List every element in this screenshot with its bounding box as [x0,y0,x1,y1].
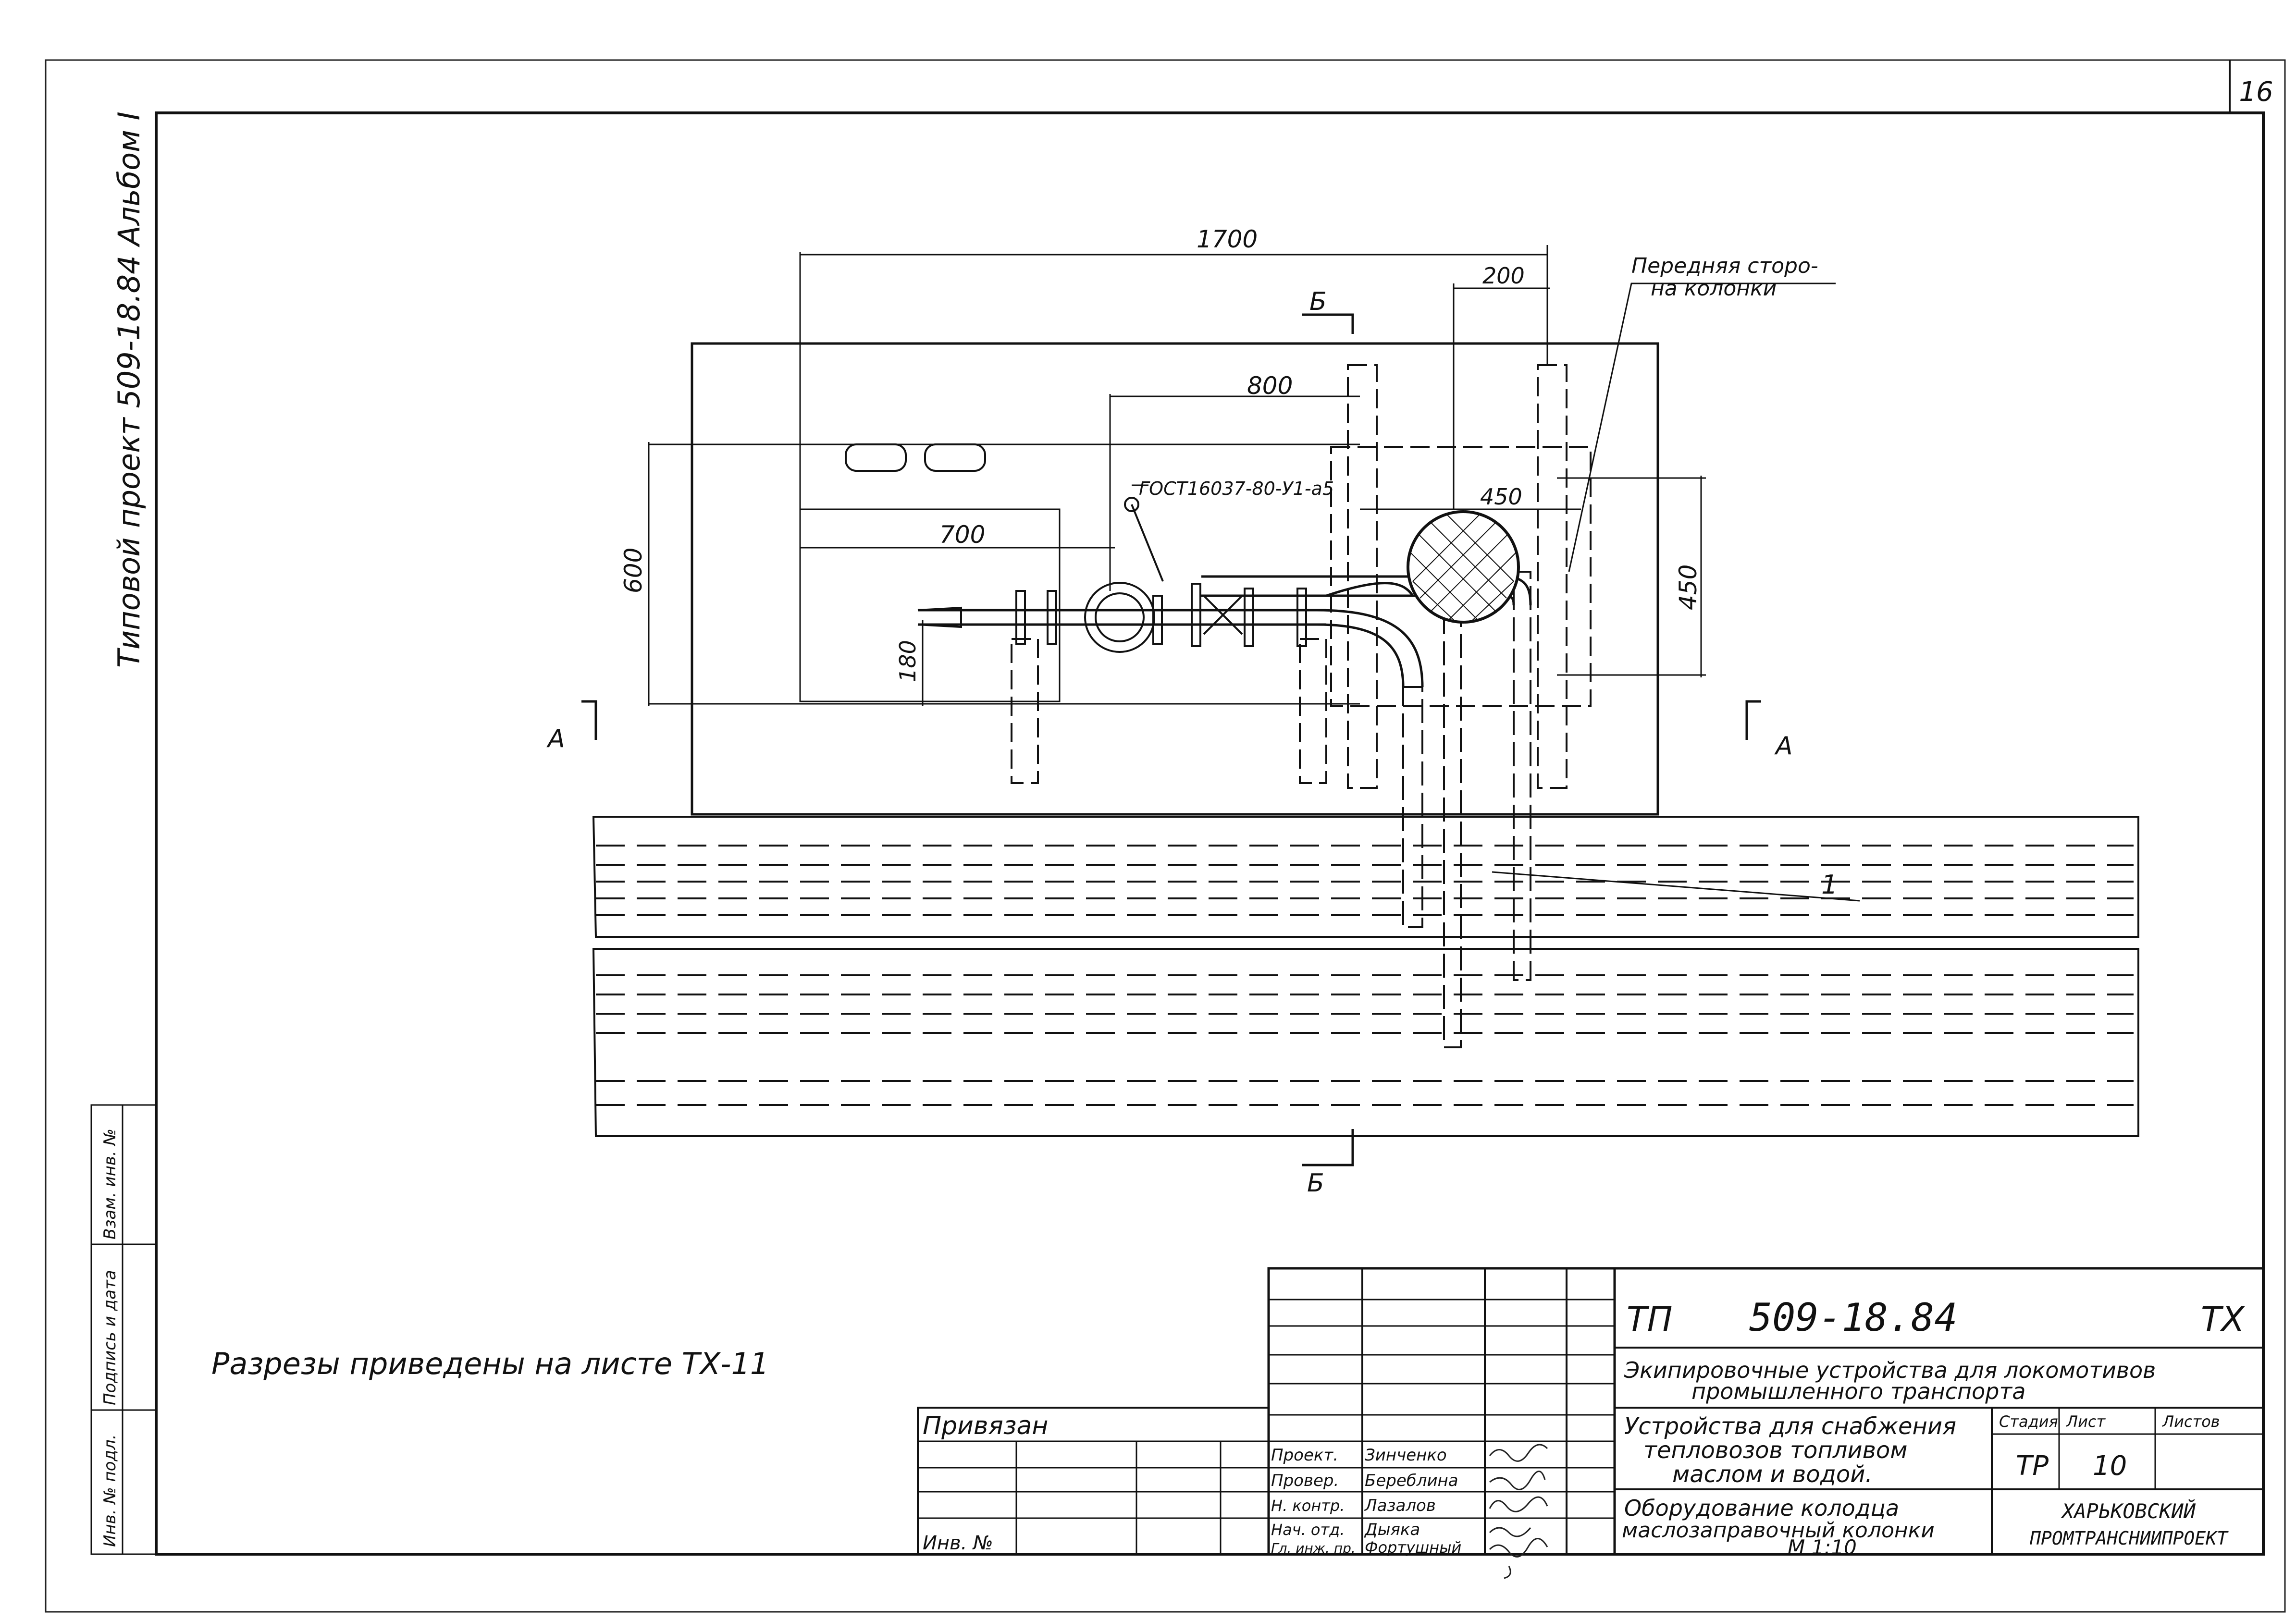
stage-value: ТР [2016,1450,2049,1482]
section-a-right: А [1774,732,1793,761]
role-project: Проект. [1271,1446,1338,1465]
column-footprint [799,508,1061,702]
sheet-number: 10 [2093,1450,2127,1482]
code-prefix: ТП [1627,1300,1672,1339]
tray-left [845,443,907,472]
signatures [1489,1444,1548,1579]
rail-strips [592,816,2139,1137]
section-b-top: Б [1309,287,1327,316]
name-norm-control: Лазалов [1364,1496,1436,1515]
role-chief-engineer: Гл. инж. пр. [1271,1540,1356,1556]
title-line-1: Экипировочные устройства для локомотивов [1624,1357,2156,1383]
sheets-header: Листов [2162,1412,2220,1431]
dim-180: 180 [895,640,921,682]
section-b-bottom: Б [1307,1169,1324,1198]
stamp-signature-label: Подпись и дата [100,1270,120,1405]
callout-1: 1 [1821,870,1838,900]
title-block [917,1267,2265,1556]
name-chief-engineer: Фортушный [1365,1538,1461,1557]
code-suffix: ТХ [2201,1300,2246,1339]
dim-200: 200 [1482,263,1525,289]
sheet-header: Лист [2066,1412,2106,1431]
pit-outline [691,342,1659,816]
drawing-labels: Передняя сторо- на колонки ГОСТ16037-80-… [546,254,1838,1198]
side-stamp: Инв. № подл. Подпись и дата Взам. инв. № [90,1104,157,1555]
sections-note: Разрезы приведены на листе ТХ-11 [211,1346,769,1381]
stage-header: Стадия [1999,1412,2058,1431]
dimension-texts: 1700 200 800 700 450 600 180 450 [619,225,1702,682]
doc-code: 509-18.84 [1749,1295,1957,1340]
inventory-label: Инв. № [923,1532,993,1554]
name-checked: Береблина [1365,1471,1458,1490]
role-norm-control: Н. контр. [1271,1497,1345,1515]
title-block-text: ТП 509-18.84 ТХ Экипировочные устройства… [923,1295,2246,1559]
front-side-label-2: на колонки [1651,276,1777,301]
name-dept-head: Дыяка [1364,1520,1420,1539]
dimension-lines [648,245,1706,706]
side-project-title: Типовой проект 509-18.84 Альбом I [111,111,147,668]
tray-right [924,443,986,472]
role-dept-head: Нач. отд. [1271,1521,1345,1539]
dim-1700: 1700 [1197,225,1258,253]
dim-600: 600 [619,548,647,593]
name-project: Зинченко [1365,1446,1447,1465]
title-line-2: промышленного транспорта [1691,1378,2025,1404]
sheet-title-scale: М 1:10 [1788,1535,1857,1559]
subtitle-line-1: Устройства для снабжения [1624,1413,1956,1440]
dim-450-vertical: 450 [1674,565,1702,610]
stamp-replace-label: Взам. инв. № [100,1129,120,1240]
subtitle-line-3: маслом и водой. [1672,1461,1873,1488]
dim-800: 800 [1247,372,1293,400]
sheet-title-line-1: Оборудование колодца [1624,1495,1899,1521]
gost-label: ГОСТ16037-80-У1-а5 [1139,478,1334,499]
attached-label: Привязан [923,1411,1048,1440]
dim-700: 700 [939,521,985,549]
fittings [917,497,1307,653]
leader-lines [1132,282,1860,902]
rail-dashes [596,845,2134,1106]
well-plan-drawing [581,245,2139,1166]
role-checked: Провер. [1271,1471,1339,1490]
section-markers [581,313,1761,1166]
sheet-title-line-2: маслозаправочный колонки [1622,1518,1935,1543]
subtitle-line-2: тепловозов топливом [1643,1437,1907,1464]
dim-450-horizontal: 450 [1480,484,1522,510]
org-line-2: ПРОМТРАНСНИИПРОЕКТ [2029,1528,2229,1549]
section-a-left: А [546,724,565,753]
front-side-label-1: Передняя сторо- [1631,254,1818,278]
outer-frame [45,59,2286,1613]
page-number: 16 [2239,76,2273,108]
filter-element [1407,510,1520,624]
org-line-1: ХАРЬКОВСКИЙ [2061,1499,2196,1523]
stamp-inv-label: Инв. № подл. [100,1434,120,1547]
